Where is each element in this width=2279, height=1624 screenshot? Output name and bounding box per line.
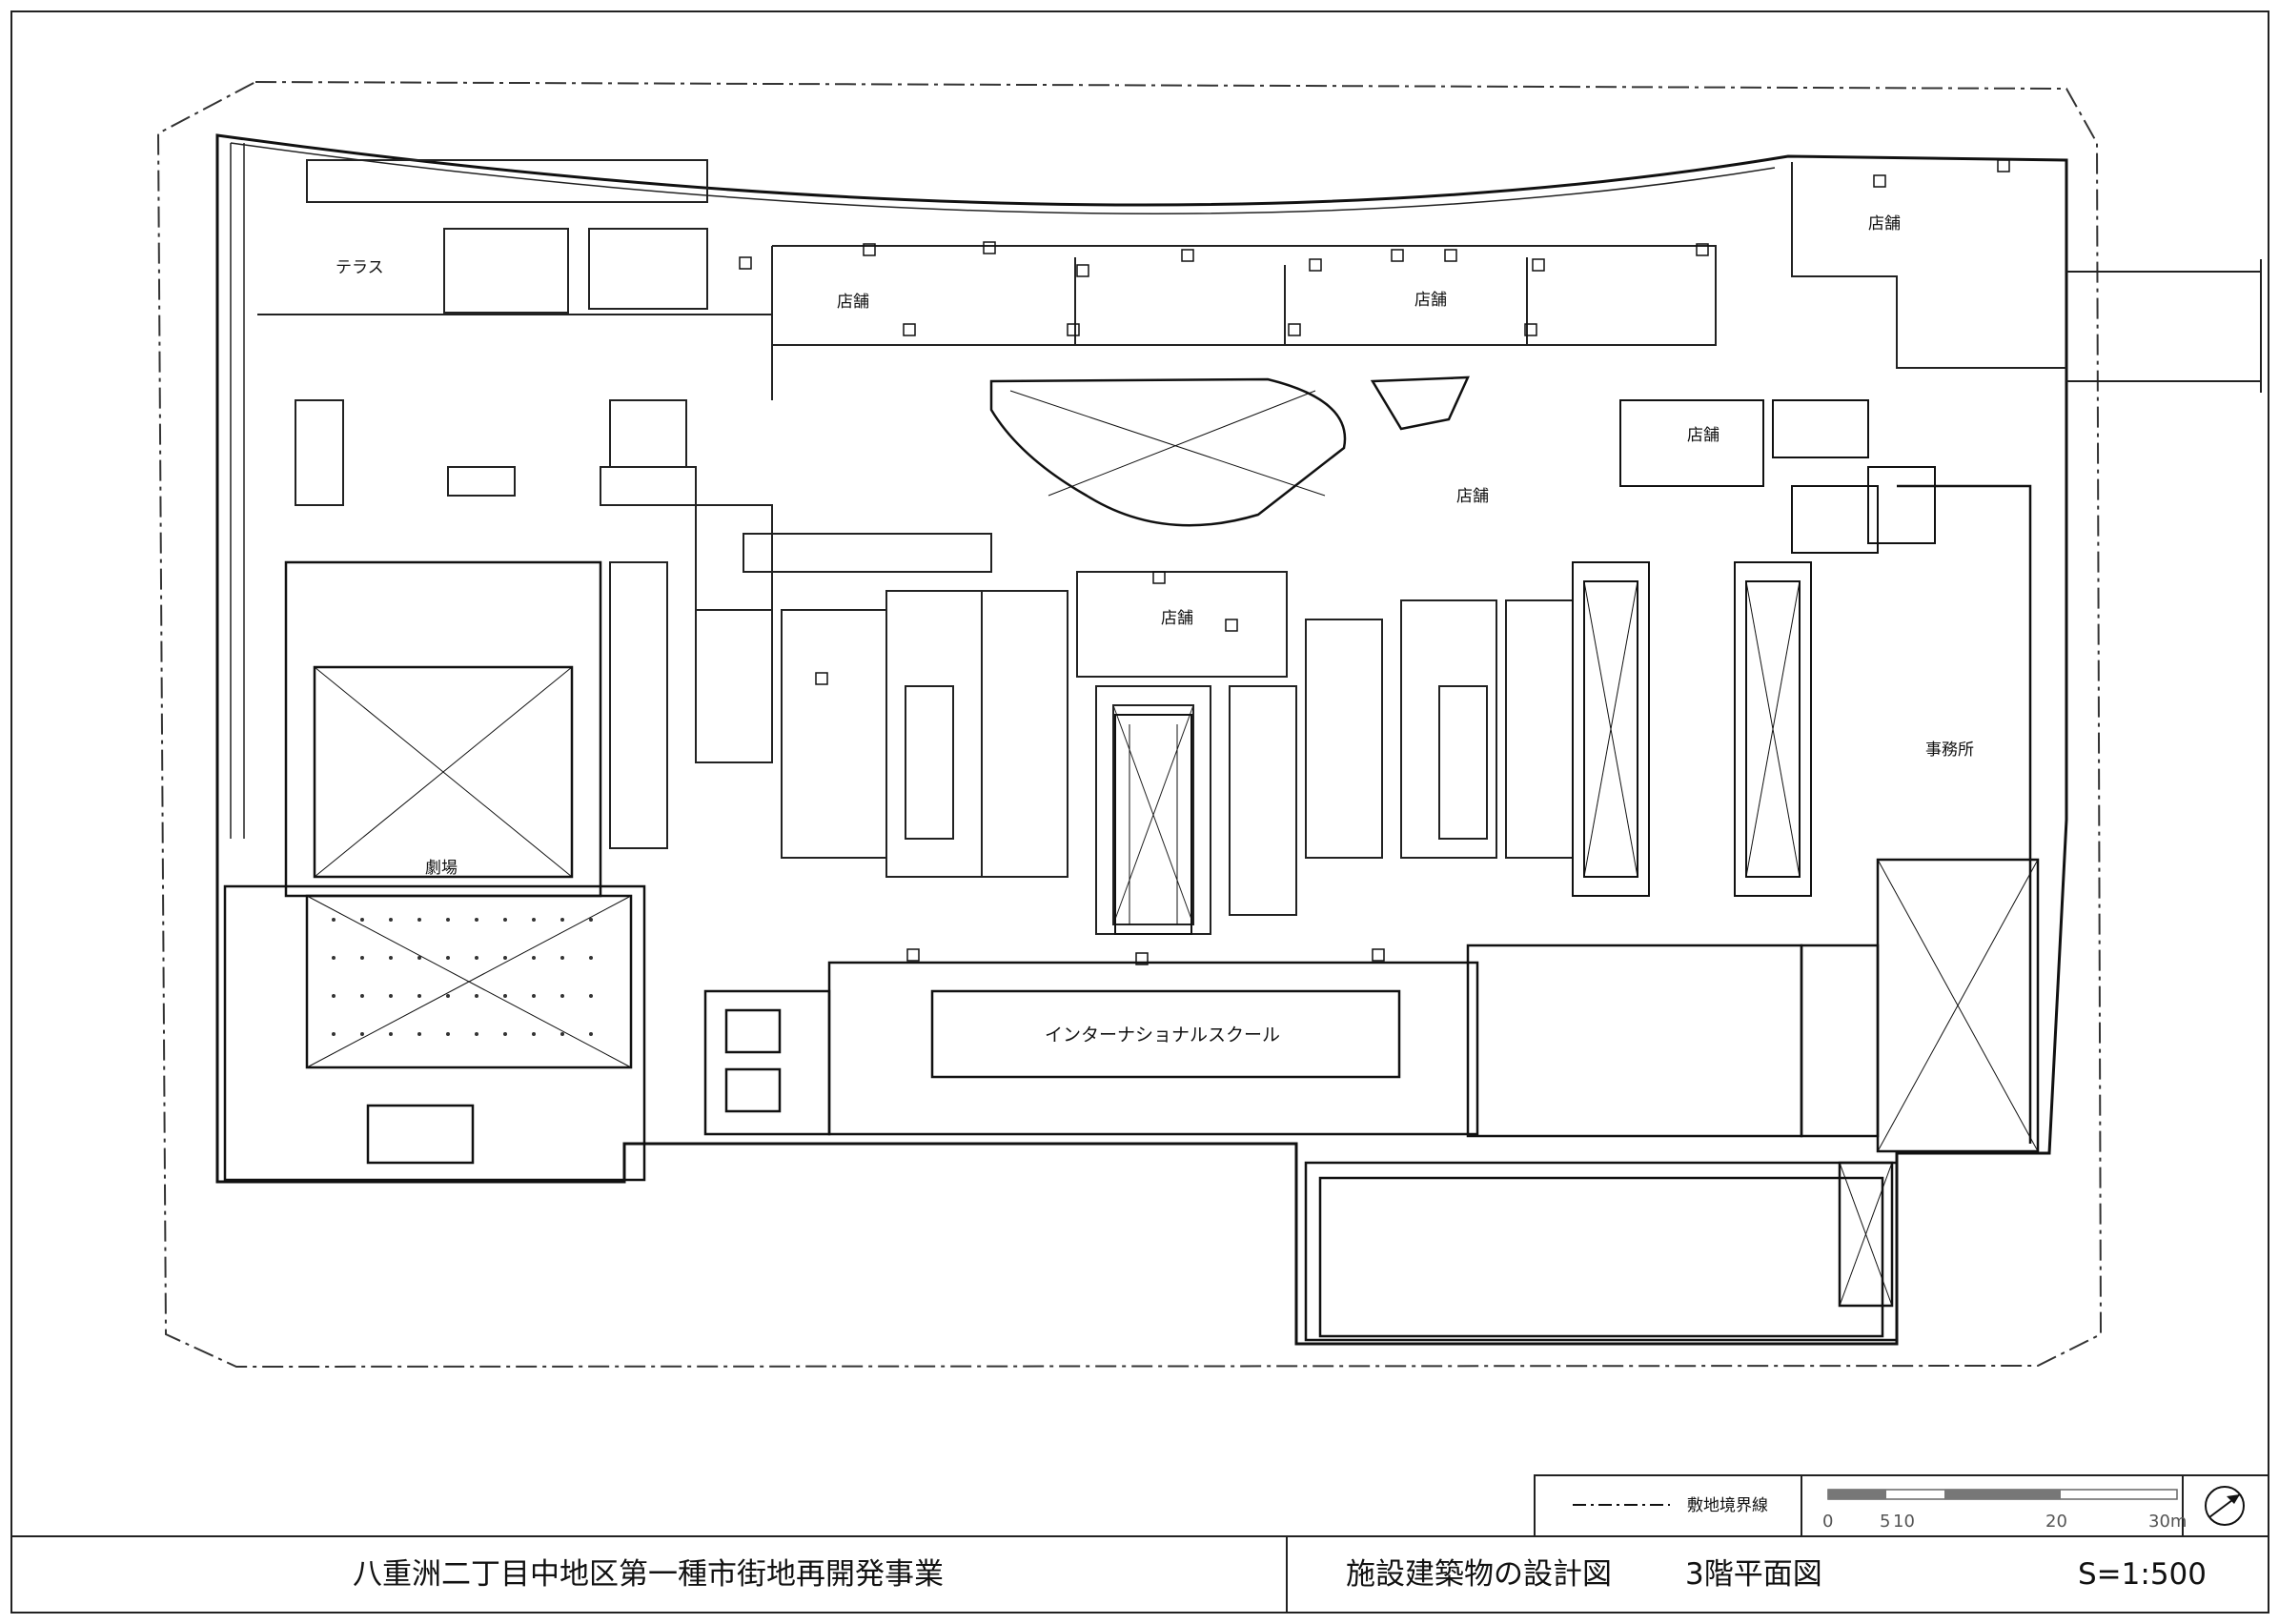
building-outline [215, 133, 2068, 1346]
terrace-area [257, 159, 773, 400]
scale-tick: 0 [1822, 1512, 1833, 1532]
room-labels: テラス 店舗 店舗 店舗 店舗 店舗 店舗 劇場 事務所 インターナショナルスク… [336, 214, 1974, 1045]
project-title: 八重洲二丁目中地区第一種市街地再開発事業 [353, 1557, 944, 1592]
scale-tick: 5 [1880, 1512, 1890, 1532]
room-label-shop: 店舗 [1868, 214, 1901, 233]
scale-text: S=1:500 [2078, 1557, 2207, 1592]
theater-block [223, 560, 646, 1182]
floor-title: 3階平面図 [1685, 1557, 1822, 1592]
room-label-shop: 店舗 [1687, 426, 1719, 445]
scale-tick: 30m [2148, 1512, 2187, 1532]
central-escalator [1114, 714, 1192, 935]
east-shafts [1572, 399, 1936, 897]
north-arrow-icon [2205, 1486, 2245, 1526]
drawing-title: 施設建築物の設計図 [1346, 1557, 1612, 1592]
scale-bar: 0 5 10 20 30m [1822, 1489, 2187, 1532]
room-label-international-school: インターナショナルスクール [1045, 1025, 1280, 1045]
bridge-connection [2066, 259, 2269, 393]
central-atrium [989, 376, 1470, 527]
sheet-frame [10, 10, 2269, 1614]
room-label-terrace: テラス [336, 258, 384, 277]
room-label-theater: 劇場 [425, 859, 458, 878]
central-cores [743, 533, 1574, 935]
room-label-shop: 店舗 [1456, 487, 1489, 506]
room-label-shop: 店舗 [1161, 609, 1193, 628]
north-shop-row [772, 162, 2066, 369]
theater-seat-grid [332, 918, 593, 1036]
scale-tick: 10 [1893, 1512, 1915, 1532]
school-block [703, 944, 1899, 1342]
west-core [295, 399, 773, 849]
legend: 敷地境界線 [1573, 1496, 1768, 1515]
room-label-office: 事務所 [1925, 741, 1974, 760]
scale-tick: 20 [2045, 1512, 2067, 1532]
room-label-shop: 店舗 [1414, 291, 1447, 310]
legend-boundary-line-label: 敷地境界線 [1687, 1496, 1768, 1515]
site-boundary-line [156, 80, 2103, 1369]
building-outline-inner [230, 142, 1776, 839]
office-block [1876, 484, 2040, 1153]
room-label-shop: 店舗 [837, 293, 869, 312]
structural-columns [739, 159, 2010, 965]
